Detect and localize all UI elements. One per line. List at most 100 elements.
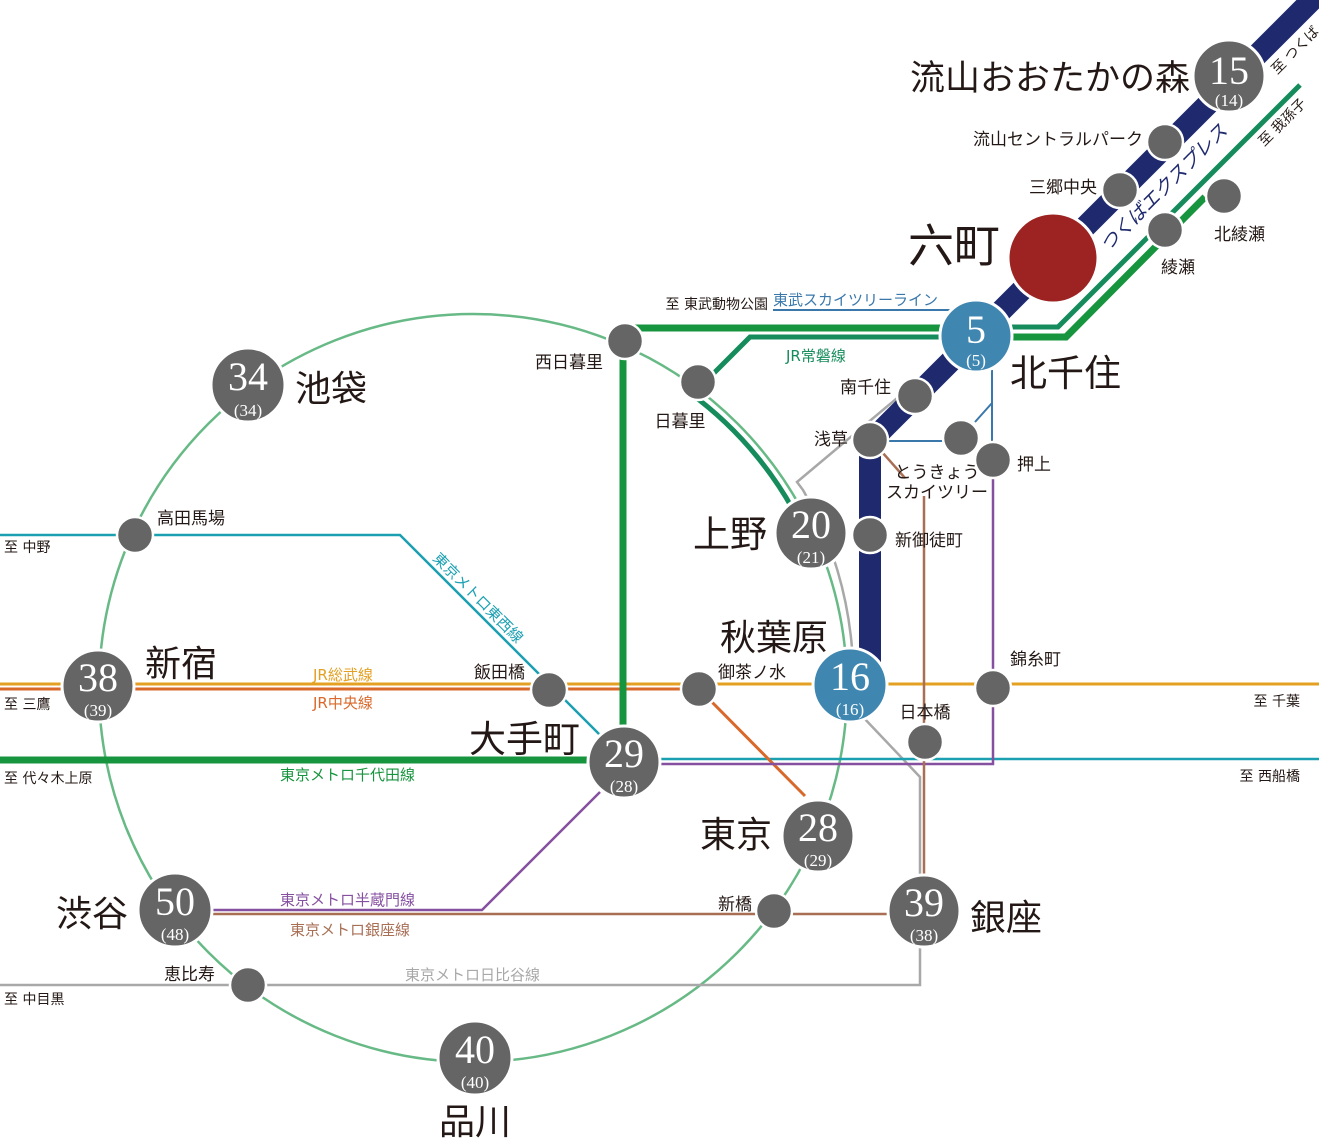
travel-minutes: 20 <box>791 502 831 547</box>
label-tokyo-metro-chiyoda-line: 東京メトロ千代田線 <box>280 766 415 784</box>
station-dot-nippori <box>678 362 718 402</box>
travel-minutes: 40 <box>455 1027 495 1072</box>
label-kinshicho: 錦糸町 <box>1010 650 1061 670</box>
direction-chiba: 至 千葉 <box>1254 694 1300 710</box>
label-asakusa: 浅草 <box>814 430 848 450</box>
label-jr-joban-line: JR常磐線 <box>785 347 846 365</box>
label-nihombashi: 日本橋 <box>900 703 951 723</box>
station-dot-tokyo-skytree <box>941 418 981 458</box>
station-name: 東京 <box>700 815 772 856</box>
station-name: 秋葉原 <box>720 618 828 659</box>
station-dot-takadanobaba <box>115 515 155 555</box>
origin-station-name: 六町 <box>908 219 1000 273</box>
station-dot-kinshicho <box>973 668 1013 708</box>
station-marker <box>1191 38 1267 114</box>
travel-minutes-alt: (16) <box>836 700 864 719</box>
label-ebisu: 恵比寿 <box>164 965 215 985</box>
station-name: 池袋 <box>295 369 367 410</box>
station-dot-nagareyama-central-park <box>1145 122 1185 162</box>
travel-minutes: 29 <box>604 731 644 776</box>
station-ueno: 20 (21) 上野 <box>693 495 849 571</box>
direction-nakano: 至 中野 <box>4 540 50 556</box>
label-ayase: 綾瀬 <box>1161 258 1195 278</box>
station-marker <box>938 298 1014 374</box>
label-minami-senju: 南千住 <box>840 378 891 398</box>
station-marker <box>436 1019 514 1097</box>
origin-station-marker <box>1006 211 1100 305</box>
direction-naka-meguro: 至 中目黒 <box>4 992 64 1008</box>
travel-minutes: 39 <box>904 880 944 925</box>
station-dot-ayase <box>1145 210 1185 250</box>
station-ikebukuro: 34 (34) 池袋 <box>209 346 367 424</box>
station-dot-asakusa <box>850 420 890 460</box>
station-marker <box>773 495 849 571</box>
station-name: 上野 <box>693 513 767 556</box>
station-tokyo: 28 (29) 東京 <box>700 798 856 874</box>
station-dot-nihombashi <box>905 722 945 762</box>
minor-station-labels: 流山セントラルパーク 三郷中央 綾瀬 北綾瀬 西日暮里 日暮里 南千住 浅草 と… <box>157 130 1265 985</box>
direction-mitaka: 至 三鷹 <box>4 697 50 713</box>
station-marker <box>811 646 889 724</box>
travel-minutes-alt: (34) <box>234 401 262 420</box>
travel-minutes: 50 <box>155 879 195 924</box>
label-jr-sobu-line: JR総武線 <box>312 666 373 684</box>
station-dot-iidabashi <box>529 670 569 710</box>
station-ginza: 39 (38) 銀座 <box>886 873 1042 949</box>
station-dot-kita-ayase <box>1204 176 1244 216</box>
station-name: 銀座 <box>970 898 1042 939</box>
station-name: 品川 <box>439 1102 511 1138</box>
station-marker <box>136 871 214 949</box>
travel-minutes-alt: (38) <box>910 926 938 945</box>
label-jr-chuo-line: JR中央線 <box>312 694 373 712</box>
station-dot-ebisu <box>228 965 268 1005</box>
station-dot-shimbashi <box>754 891 794 931</box>
travel-minutes-alt: (28) <box>610 777 638 796</box>
station-nagareyama-otakanomori: 15 (14) 流山おおたかの森 <box>910 38 1267 114</box>
travel-minutes: 15 <box>1209 48 1249 93</box>
label-tokyo-metro-ginza-line: 東京メトロ銀座線 <box>290 921 410 939</box>
travel-minutes: 5 <box>966 307 986 352</box>
travel-minutes-alt: (39) <box>84 701 112 720</box>
station-kita-senju: 5 (5) 北千住 <box>938 298 1121 395</box>
label-misato-chuo: 三郷中央 <box>1029 178 1097 198</box>
station-name: 流山おおたかの森 <box>910 59 1190 99</box>
station-rokucho: 六町 <box>908 211 1100 305</box>
label-tokyo-skytree-line1: とうきょう <box>895 463 980 483</box>
label-tokyo-metro-hanzomon-line: 東京メトロ半蔵門線 <box>280 891 415 909</box>
minor-stations <box>115 122 1244 1005</box>
label-tokyo-skytree-line2: スカイツリー <box>886 483 988 503</box>
line-tobu-skytree <box>773 309 993 445</box>
station-name: 渋谷 <box>56 894 128 935</box>
label-tokyo-metro-hibiya-line: 東京メトロ日比谷線 <box>405 966 540 984</box>
station-dot-ochanomizu <box>679 669 719 709</box>
travel-minutes-alt: (21) <box>797 548 825 567</box>
travel-minutes-alt: (5) <box>966 351 986 370</box>
travel-minutes-alt: (48) <box>161 925 189 944</box>
station-akihabara: 16 (16) 秋葉原 <box>720 618 889 724</box>
label-nagareyama-central-park: 流山セントラルパーク <box>973 130 1143 150</box>
travel-minutes-alt: (40) <box>461 1073 489 1092</box>
travel-minutes-alt: (14) <box>1215 91 1243 110</box>
direction-tobu-dobutsu-koen: 至 東武動物公園 <box>666 297 768 313</box>
station-dot-minami-senju <box>895 376 935 416</box>
direction-yoyogi-uehara: 至 代々木上原 <box>4 771 92 787</box>
station-otemachi: 29 (28) 大手町 <box>469 718 662 800</box>
station-name: 北千住 <box>1010 352 1121 395</box>
label-nishi-nippori: 西日暮里 <box>535 353 603 373</box>
travel-minutes: 28 <box>798 805 838 850</box>
station-name: 新宿 <box>145 644 217 685</box>
station-marker <box>60 648 136 724</box>
line-jr-joban <box>710 83 1302 377</box>
station-name: 大手町 <box>469 718 580 761</box>
station-shinjuku: 38 (39) 新宿 <box>60 644 217 724</box>
travel-minutes-alt: (29) <box>804 851 832 870</box>
travel-minutes: 16 <box>830 654 870 699</box>
label-nippori: 日暮里 <box>655 412 706 432</box>
station-dot-oshiage <box>973 440 1013 480</box>
station-shinagawa: 40 (40) 品川 <box>436 1019 514 1138</box>
label-kita-ayase: 北綾瀬 <box>1214 225 1265 245</box>
label-shin-okachimachi: 新御徒町 <box>895 531 963 551</box>
station-marker <box>886 873 962 949</box>
